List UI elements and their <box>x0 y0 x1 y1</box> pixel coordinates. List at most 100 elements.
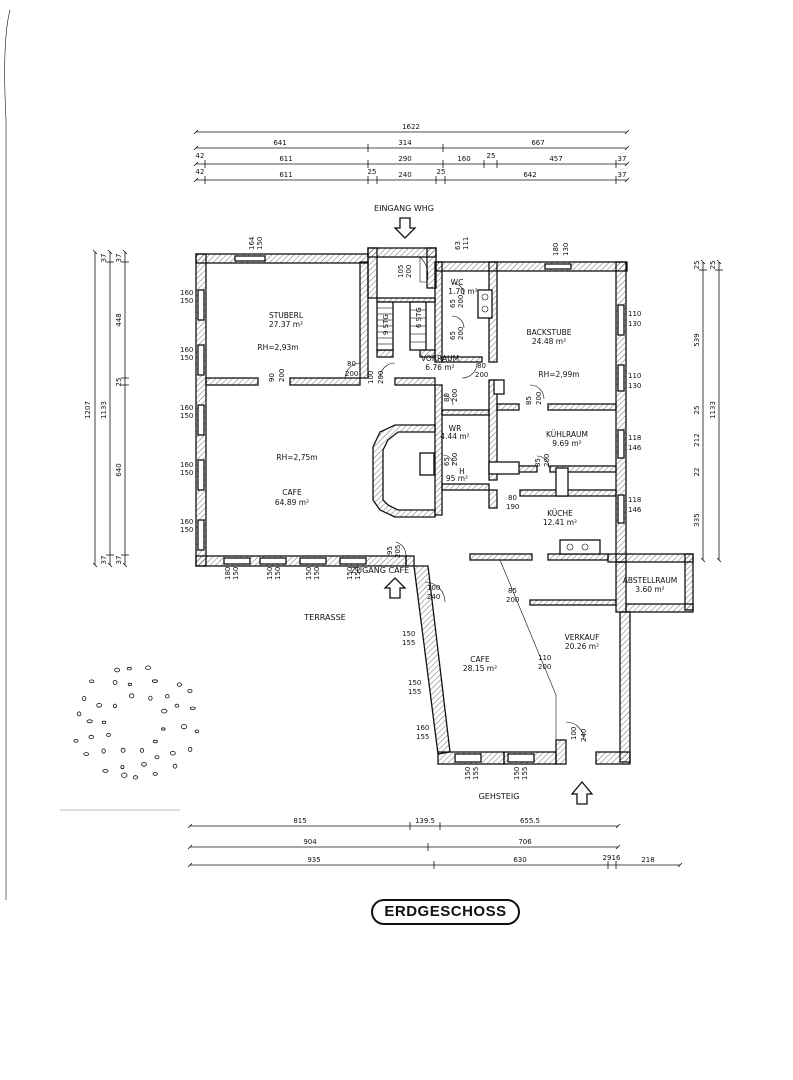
label-terrasse: TERRASSE <box>303 613 345 622</box>
svg-text:218: 218 <box>641 856 654 864</box>
room-cafe-area: 64.89 m² <box>275 498 309 507</box>
svg-text:16: 16 <box>612 854 621 862</box>
svg-text:130: 130 <box>628 382 641 390</box>
dim-611b: 611 <box>279 171 292 179</box>
tree-dot <box>152 739 158 744</box>
top-dimensions: 1622 641 314 667 42 611 290 160 25 457 3… <box>193 123 630 184</box>
svg-text:150: 150 <box>180 526 193 534</box>
dim-25-left: 25 <box>115 378 123 387</box>
tree-dot <box>113 703 118 709</box>
dim-37-top2: 37 <box>115 254 123 263</box>
svg-text:80: 80 <box>508 494 517 502</box>
svg-text:150: 150 <box>256 237 264 250</box>
room-vorraum-area: 6.76 m² <box>425 363 454 372</box>
room-cafe-height: RH=2,75m <box>276 453 317 462</box>
svg-text:240: 240 <box>427 593 440 601</box>
tree-dot <box>76 711 82 717</box>
svg-text:80: 80 <box>347 360 356 368</box>
dim-37-top1: 37 <box>100 254 108 263</box>
dim-22: 22 <box>693 468 701 477</box>
tree-dot <box>86 719 93 724</box>
svg-text:150: 150 <box>232 567 240 580</box>
left-dimensions: 1207 1133 448 25 640 37 37 37 37 <box>84 249 129 568</box>
svg-text:200: 200 <box>377 371 385 384</box>
dim-37a: 37 <box>618 155 627 163</box>
room-stuberl-name: STUBERL <box>269 311 304 320</box>
svg-text:630: 630 <box>513 856 526 864</box>
svg-text:150: 150 <box>305 567 313 580</box>
dim-335: 335 <box>693 513 701 526</box>
dim-1207: 1207 <box>84 401 92 419</box>
svg-text:150: 150 <box>274 567 282 580</box>
stairs-left-label: 9 STG <box>382 314 390 335</box>
svg-text:150: 150 <box>346 567 354 580</box>
svg-text:150: 150 <box>513 767 521 780</box>
tree-dot <box>187 689 193 694</box>
svg-text:118: 118 <box>628 496 641 504</box>
tree-dot <box>139 748 144 753</box>
svg-text:150: 150 <box>464 767 472 780</box>
svg-text:150: 150 <box>180 354 193 362</box>
tree-dot <box>96 702 102 708</box>
svg-text:146: 146 <box>628 444 642 452</box>
svg-text:200: 200 <box>538 663 551 671</box>
page-title: ERDGESCHOSS <box>371 899 520 925</box>
tree-dot <box>106 732 111 737</box>
dim-37b: 37 <box>618 171 627 179</box>
entrance-arrow-top <box>393 217 417 239</box>
tree-dot <box>172 763 178 769</box>
svg-text:200: 200 <box>543 454 551 467</box>
tree-dot <box>114 667 120 673</box>
room-wc-area: 1.70 m² <box>448 287 477 296</box>
svg-text:160: 160 <box>180 289 193 297</box>
tree-dot <box>169 751 176 756</box>
svg-text:200: 200 <box>506 596 519 604</box>
svg-text:85: 85 <box>525 396 533 405</box>
svg-text:706: 706 <box>518 838 532 846</box>
svg-text:95: 95 <box>386 546 394 555</box>
stairs-right-label: 6 STG <box>415 307 423 328</box>
svg-text:160: 160 <box>180 518 193 526</box>
tree-dot <box>83 752 89 756</box>
svg-text:200: 200 <box>405 265 413 278</box>
tree-dot <box>82 696 87 702</box>
label-gehsteig: GEHSTEIG <box>479 792 520 801</box>
tree-dot <box>145 665 151 670</box>
svg-text:200: 200 <box>451 389 459 402</box>
svg-text:180: 180 <box>224 567 232 580</box>
svg-text:155: 155 <box>472 767 480 780</box>
room-kuehlraum-area: 9.69 m² <box>552 439 581 448</box>
svg-text:105: 105 <box>397 265 405 278</box>
dim-top-1622: 1622 <box>402 123 420 131</box>
svg-text:200: 200 <box>278 369 286 382</box>
tree-dot <box>129 693 135 699</box>
svg-text:200: 200 <box>345 370 358 378</box>
tree-dot <box>174 703 180 708</box>
svg-text:150: 150 <box>408 679 421 687</box>
room-verkauf-name: VERKAUF <box>565 633 600 642</box>
room-stuberl-area: 27.37 m² <box>269 320 303 329</box>
tree-dot <box>189 706 196 710</box>
bottom-dimensions: 815 139.5 655.5 904 706 935 630 29 16 21… <box>187 817 683 869</box>
tree-dot <box>73 738 79 743</box>
room-backstube-area: 24.48 m² <box>532 337 566 346</box>
svg-text:146: 146 <box>628 506 642 514</box>
svg-text:80: 80 <box>477 362 486 370</box>
tree-dot <box>127 682 132 687</box>
page-edge-line <box>4 9 11 900</box>
room-stuberl-height: RH=2,93m <box>257 343 298 352</box>
label-eingang-whg: EINGANG WHG <box>374 204 434 213</box>
svg-text:155: 155 <box>402 639 415 647</box>
svg-text:160: 160 <box>416 724 429 732</box>
windows <box>197 255 625 763</box>
entrance-arrow-gehsteig <box>570 780 594 805</box>
room-abstellraum-name: ABSTELLRAUM <box>623 576 678 585</box>
svg-text:200: 200 <box>457 295 465 308</box>
svg-text:110: 110 <box>538 654 551 662</box>
room-backstube-height: RH=2,99m <box>538 370 579 379</box>
dim-642: 642 <box>523 171 536 179</box>
svg-text:65: 65 <box>449 331 457 340</box>
entrance-arrow-cafe <box>383 577 407 599</box>
svg-text:200: 200 <box>451 453 459 466</box>
